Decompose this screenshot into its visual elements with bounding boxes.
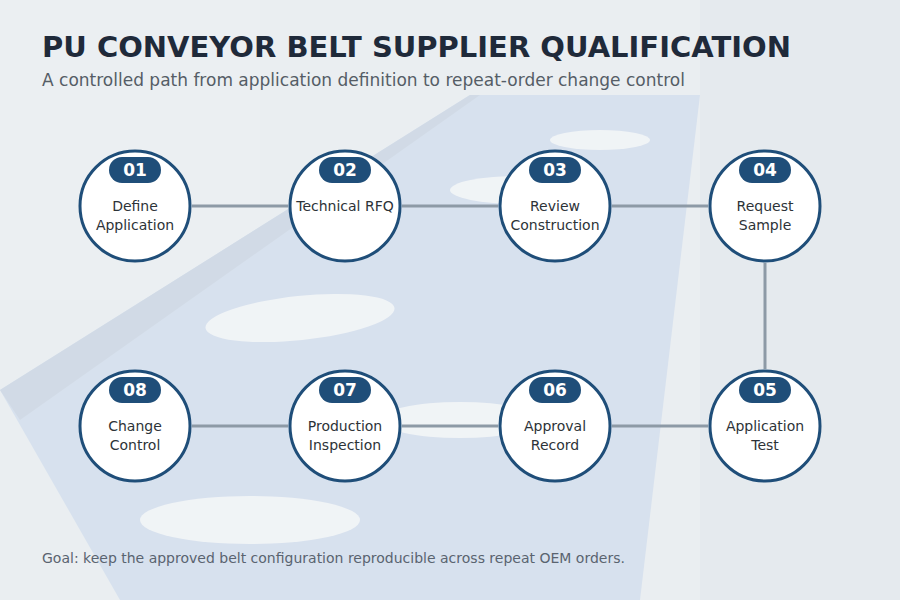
caption-text: Goal: keep the approved belt configurati… [42,550,625,566]
flow-connector [192,425,288,428]
subtitle-text: A controlled path from application defin… [42,70,685,90]
flow-connector [764,263,767,369]
process-step: 04Request Sample [708,149,822,263]
flow-connector [192,205,288,208]
flow-connector [612,425,708,428]
process-step: 05Application Test [708,369,822,483]
process-step: 06Approval Record [498,369,612,483]
flow-connector [402,425,498,428]
step-number: 03 [529,157,581,183]
step-label: Request Sample [715,197,815,235]
step-label: Review Construction [505,197,605,235]
process-step: 07Production Inspection [288,369,402,483]
process-step: 01Define Application [78,149,192,263]
process-step: 03Review Construction [498,149,612,263]
flow-connector [612,205,708,208]
step-label: Change Control [85,417,185,455]
process-step: 08Change Control [78,369,192,483]
step-label: Approval Record [505,417,605,455]
step-number: 02 [319,157,371,183]
diagram-title: PU CONVEYOR BELT SUPPLIER QUALIFICATION [42,30,791,64]
step-number: 05 [739,377,791,403]
step-number: 04 [739,157,791,183]
process-step: 02Technical RFQ [288,149,402,263]
step-number: 08 [109,377,161,403]
step-label: Application Test [715,417,815,455]
step-number: 07 [319,377,371,403]
step-number: 01 [109,157,161,183]
step-label: Production Inspection [295,417,395,455]
step-number: 06 [529,377,581,403]
step-label: Technical RFQ [295,197,395,216]
step-label: Define Application [85,197,185,235]
flow-connector [402,205,498,208]
